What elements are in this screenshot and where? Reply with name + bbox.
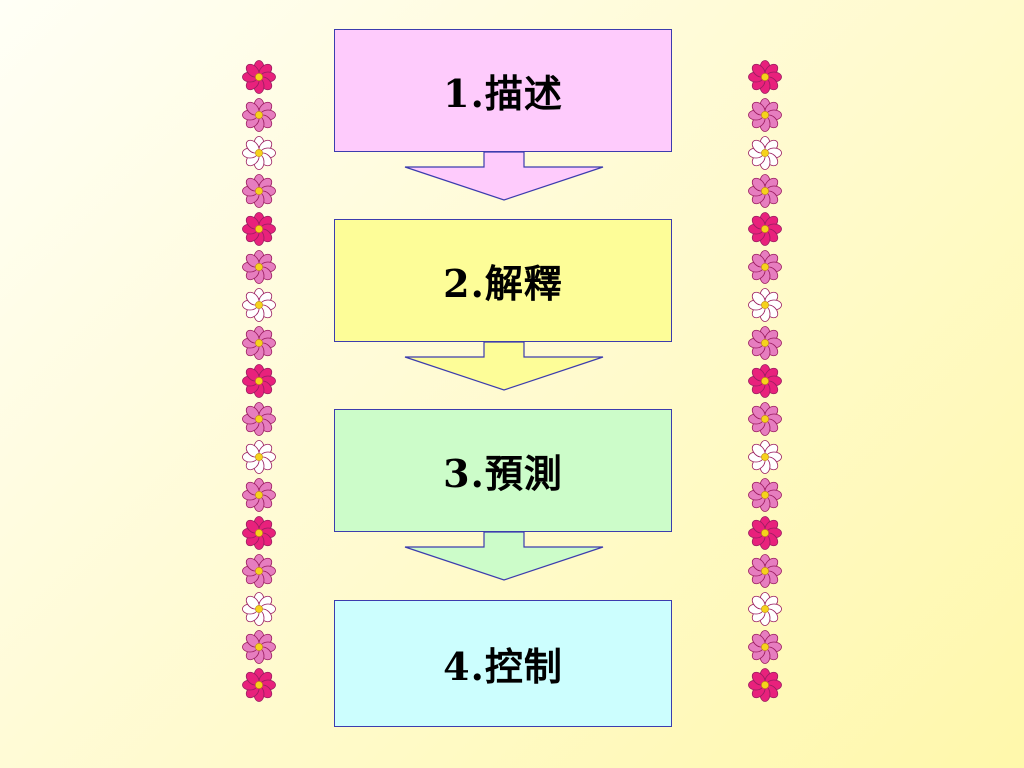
arrow-3-to-4 xyxy=(404,531,604,581)
step-box-describe: 1.描述 xyxy=(334,29,672,152)
step-box-predict: 3.預測 xyxy=(334,409,672,532)
white-flower-icon xyxy=(242,592,276,626)
white-flower-icon xyxy=(242,136,276,170)
white-flower-icon xyxy=(748,136,782,170)
arrow-1-to-2 xyxy=(404,151,604,201)
magenta-flower-icon xyxy=(242,516,276,550)
step-label-explain: 2.解釋 xyxy=(443,261,563,306)
white-flower-icon xyxy=(748,440,782,474)
step-label-predict: 3.預測 xyxy=(443,451,563,496)
pink-flower-icon xyxy=(242,174,276,208)
pink-flower-icon xyxy=(748,554,782,588)
arrow-2-to-3 xyxy=(404,341,604,391)
magenta-flower-icon xyxy=(748,516,782,550)
magenta-flower-icon xyxy=(748,668,782,702)
step-box-control: 4.控制 xyxy=(334,600,672,727)
pink-flower-icon xyxy=(748,478,782,512)
magenta-flower-icon xyxy=(242,212,276,246)
pink-flower-icon xyxy=(242,554,276,588)
pink-flower-icon xyxy=(748,98,782,132)
white-flower-icon xyxy=(748,592,782,626)
pink-flower-icon xyxy=(242,478,276,512)
magenta-flower-icon xyxy=(242,668,276,702)
right-flower-border xyxy=(747,60,783,702)
step-label-describe: 1.描述 xyxy=(443,71,563,116)
white-flower-icon xyxy=(242,440,276,474)
pink-flower-icon xyxy=(242,250,276,284)
pink-flower-icon xyxy=(748,250,782,284)
magenta-flower-icon xyxy=(748,364,782,398)
pink-flower-icon xyxy=(748,630,782,664)
pink-flower-icon xyxy=(748,402,782,436)
white-flower-icon xyxy=(748,288,782,322)
magenta-flower-icon xyxy=(242,60,276,94)
pink-flower-icon xyxy=(242,402,276,436)
pink-flower-icon xyxy=(748,174,782,208)
step-box-explain: 2.解釋 xyxy=(334,219,672,342)
pink-flower-icon xyxy=(748,326,782,360)
pink-flower-icon xyxy=(242,630,276,664)
magenta-flower-icon xyxy=(748,60,782,94)
pink-flower-icon xyxy=(242,98,276,132)
magenta-flower-icon xyxy=(748,212,782,246)
pink-flower-icon xyxy=(242,326,276,360)
left-flower-border xyxy=(241,60,277,702)
magenta-flower-icon xyxy=(242,364,276,398)
white-flower-icon xyxy=(242,288,276,322)
step-label-control: 4.控制 xyxy=(443,644,563,689)
